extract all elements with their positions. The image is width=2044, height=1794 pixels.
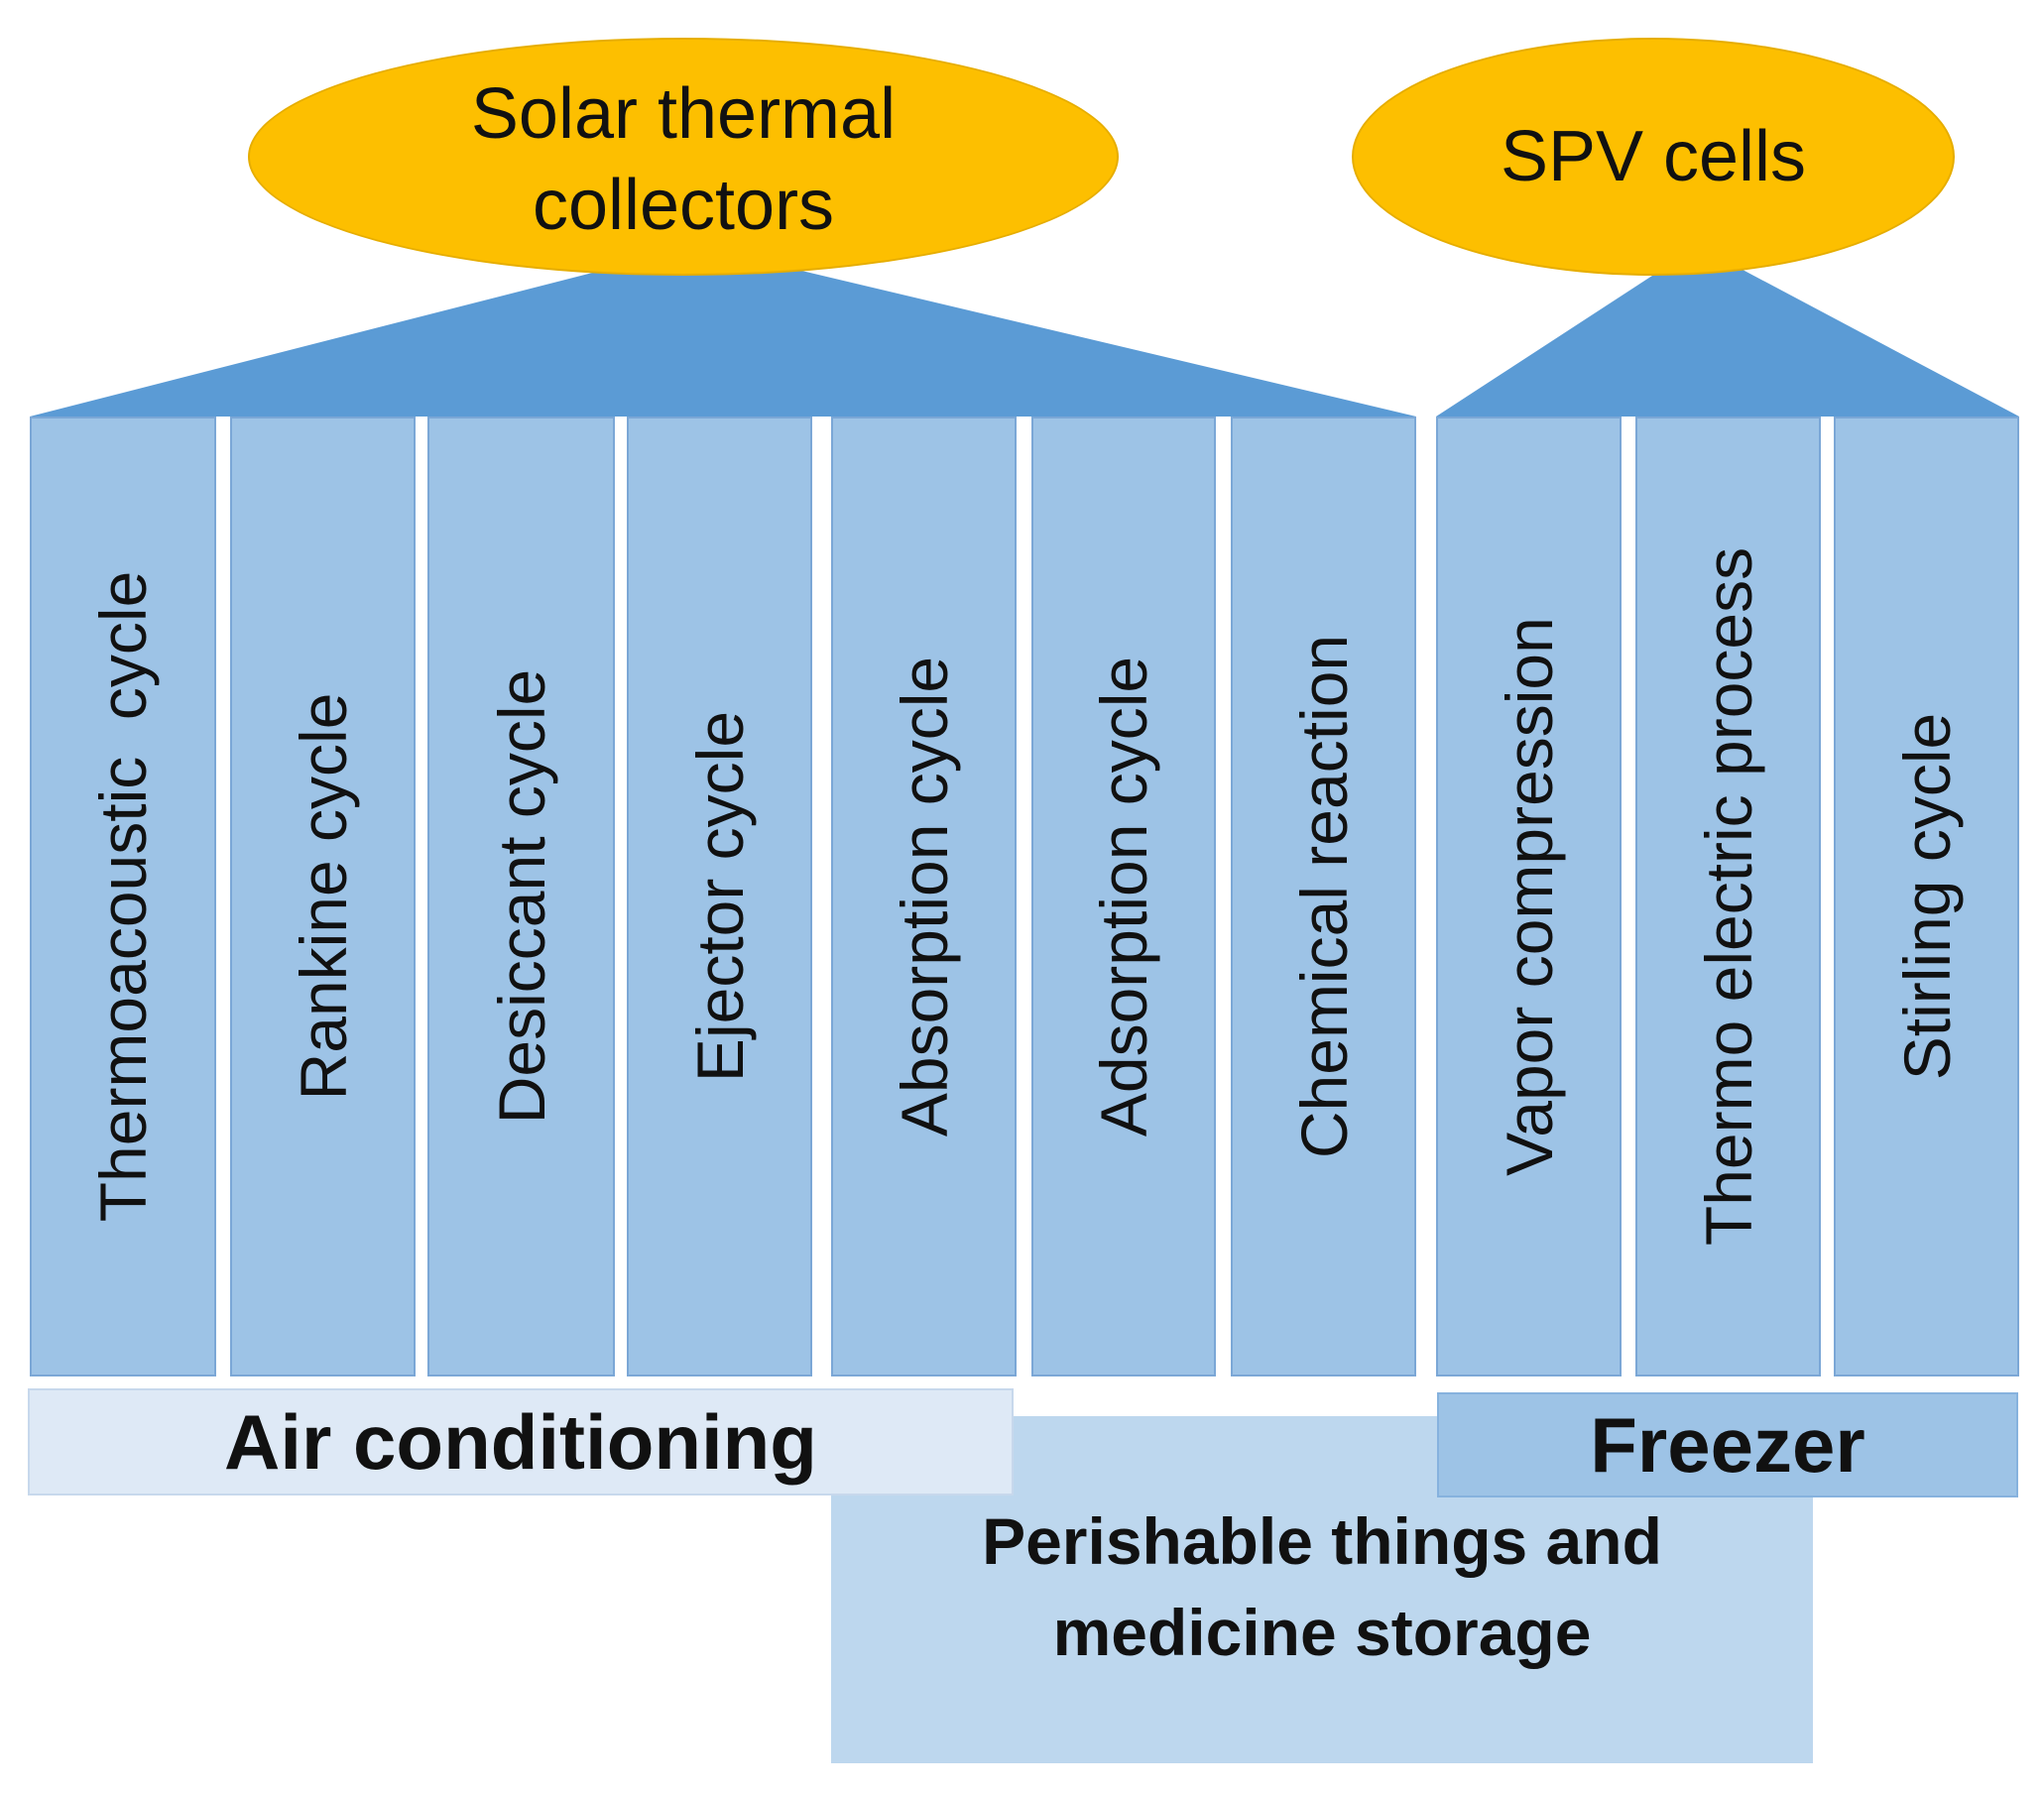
pillar-label: Chemical reaction [1286, 634, 1361, 1159]
pillar-absorption-cycle: Absorption cycle [831, 417, 1017, 1376]
pillar-label: Stirling cycle [1889, 712, 1964, 1081]
pillar-desiccant-cycle: Desiccant cycle [427, 417, 615, 1376]
pillar-label: Rankine cycle [286, 692, 360, 1101]
pillar-label: Ejector cycle [682, 710, 757, 1083]
pillar-label: Adsorption cycle [1087, 656, 1160, 1137]
pillar-vapor-compression: Vapor compression [1436, 417, 1622, 1376]
pillar-label: Desiccant cycle [484, 668, 558, 1125]
spv-cells-node: SPV cells [1352, 38, 1955, 276]
pillar-label: Thermo electric process [1691, 546, 1765, 1247]
pillar-stirling-cycle: Stirling cycle [1834, 417, 2019, 1376]
pillar-thermoacoustic-cycle: Thermoacoustic cycle [30, 417, 216, 1376]
pillar-adsorption-cycle: Adsorption cycle [1031, 417, 1216, 1376]
pillar-chemical-reaction: Chemical reaction [1231, 417, 1416, 1376]
pillar-thermo-electric-process: Thermo electric process [1635, 417, 1821, 1376]
spv-roof [1436, 246, 2019, 417]
solar-thermal-roof [30, 246, 1416, 417]
pillar-label: Absorption cycle [887, 656, 961, 1137]
pillar-ejector-cycle: Ejector cycle [627, 417, 812, 1376]
solar-thermal-collectors-node: Solar thermal collectors [248, 38, 1119, 276]
air-conditioning-box: Air conditioning [28, 1388, 1014, 1495]
freezer-box: Freezer [1437, 1392, 2018, 1497]
pillar-label: Vapor compression [1492, 617, 1566, 1176]
pillar-rankine-cycle: Rankine cycle [230, 417, 416, 1376]
pillar-label: Thermoacoustic cycle [86, 570, 160, 1223]
